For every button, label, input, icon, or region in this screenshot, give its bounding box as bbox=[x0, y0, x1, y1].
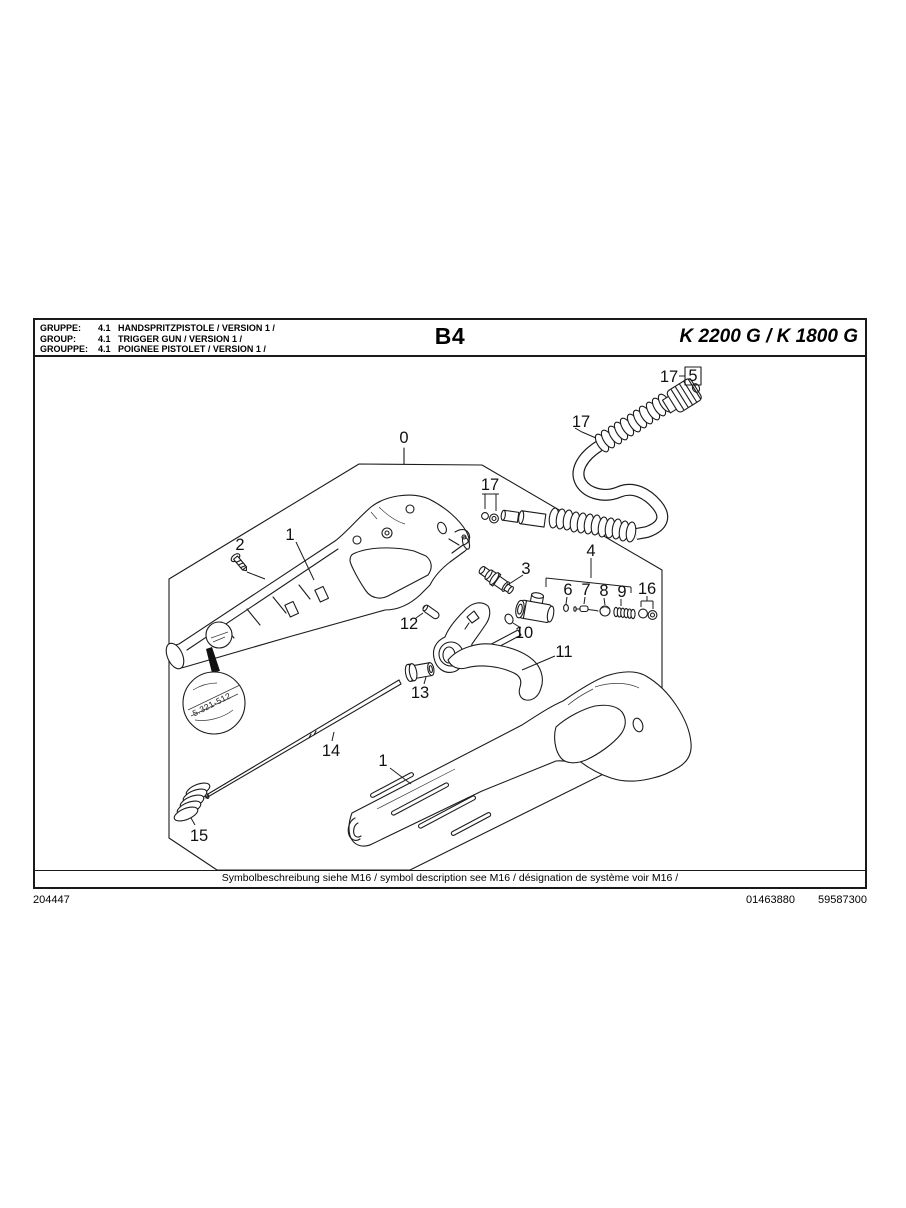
callout-0: 0 bbox=[399, 429, 408, 447]
spring-15 bbox=[172, 780, 211, 824]
trigger-11 bbox=[448, 644, 542, 700]
callout-5: 5 bbox=[688, 367, 697, 385]
hose-nipple bbox=[500, 508, 545, 527]
group-row-de: GRUPPE: 4.1 HANDSPRITZPISTOLE / VERSION 1 … bbox=[40, 323, 275, 334]
exploded-view-svg: 5.321-512 bbox=[35, 357, 865, 873]
group-code-de: 4.1 bbox=[98, 323, 111, 333]
callout-15: 15 bbox=[190, 827, 208, 845]
callout-12: 12 bbox=[400, 615, 418, 633]
callout-2: 2 bbox=[235, 536, 244, 554]
group-desc-fr: POIGNEE PISTOLET / VERSION 1 / bbox=[118, 344, 266, 354]
valve-ball-8 bbox=[600, 606, 610, 616]
title-block: GRUPPE: 4.1 HANDSPRITZPISTOLE / VERSION 1 … bbox=[35, 320, 865, 357]
upper-housing-half bbox=[163, 495, 471, 671]
callout-13: 13 bbox=[411, 684, 429, 702]
valve-spring-9 bbox=[614, 607, 635, 618]
group-desc-en: TRIGGER GUN / VERSION 1 / bbox=[118, 333, 243, 344]
callout-7: 7 bbox=[581, 581, 590, 599]
group-row-en: GROUP: 4.1 TRIGGER GUN / VERSION 1 / bbox=[40, 334, 275, 345]
callout-3: 3 bbox=[521, 560, 530, 578]
callout-9: 9 bbox=[617, 583, 626, 601]
callout-11: 11 bbox=[555, 643, 572, 661]
group-code-en: 4.1 bbox=[98, 333, 111, 344]
callout-10: 10 bbox=[515, 624, 533, 642]
callout-17-mid: 17 bbox=[572, 413, 590, 431]
group-rows: GRUPPE: 4.1 HANDSPRITZPISTOLE / VERSION 1 … bbox=[40, 323, 275, 355]
valve-elbow-4 bbox=[514, 590, 556, 624]
o-ring-6 bbox=[564, 605, 569, 612]
page-code: B4 bbox=[434, 323, 466, 349]
callout-1-upper: 1 bbox=[285, 526, 294, 544]
footer-codes: 01463880 59587300 bbox=[726, 894, 867, 906]
hose-protector-lower bbox=[548, 507, 637, 542]
badge-disc bbox=[206, 622, 232, 648]
lower-housing-half bbox=[348, 672, 691, 846]
symbol-note: Symbolbeschreibung siehe M16 / symbol de… bbox=[35, 870, 865, 887]
o-ring-5 bbox=[691, 383, 701, 394]
screw-2 bbox=[230, 552, 265, 579]
callout-4: 4 bbox=[586, 542, 595, 560]
callout-14: 14 bbox=[322, 742, 340, 760]
model-names: K 2200 G / K 1800 G bbox=[679, 326, 859, 347]
bushing-13 bbox=[404, 660, 435, 682]
group-label-fr: GROUPPE: bbox=[40, 344, 89, 354]
detail-arrow bbox=[206, 647, 220, 673]
group-desc-de: HANDSPRITZPISTOLE / VERSION 1 / bbox=[118, 323, 275, 333]
detail-circle: 5.321-512 bbox=[183, 672, 245, 734]
callout-17-top: 17 bbox=[660, 368, 678, 386]
callout-8: 8 bbox=[599, 582, 608, 600]
catalog-page-frame: GRUPPE: 4.1 HANDSPRITZPISTOLE / VERSION 1 … bbox=[33, 318, 867, 889]
exploded-view-diagram: 5.321-512 bbox=[35, 357, 865, 873]
o-rings-17 bbox=[482, 513, 499, 523]
callout-labels: 0 1 1 2 3 4 17 5 17 17 6 7 8 9 16 10 11 … bbox=[190, 367, 698, 845]
group-label-de: GRUPPE: bbox=[40, 323, 82, 333]
callout-16: 16 bbox=[638, 580, 656, 598]
callout-6: 6 bbox=[563, 581, 572, 599]
o-ring-10 bbox=[503, 613, 514, 625]
pin-12 bbox=[422, 604, 441, 620]
hose-protector-upper bbox=[593, 392, 674, 454]
high-pressure-hose bbox=[500, 377, 702, 542]
valve-pin-7 bbox=[574, 606, 598, 612]
group-row-fr: GROUPPE: 4.1 POIGNEE PISTOLET / VERSION 1 … bbox=[40, 344, 275, 355]
leader-lines bbox=[191, 367, 701, 825]
callout-17-left: 17 bbox=[481, 476, 499, 494]
ball-set-16 bbox=[639, 609, 657, 619]
coupler-3 bbox=[476, 563, 516, 597]
footer-code-left: 01463880 bbox=[746, 894, 795, 906]
doc-number: 204447 bbox=[33, 894, 70, 906]
page-footer: 204447 01463880 59587300 bbox=[33, 894, 867, 906]
footer-code-right: 59587300 bbox=[818, 894, 867, 906]
group-code-fr: 4.1 bbox=[98, 344, 111, 354]
group-label-en: GROUP: bbox=[40, 333, 76, 344]
callout-1-lower: 1 bbox=[378, 752, 387, 770]
